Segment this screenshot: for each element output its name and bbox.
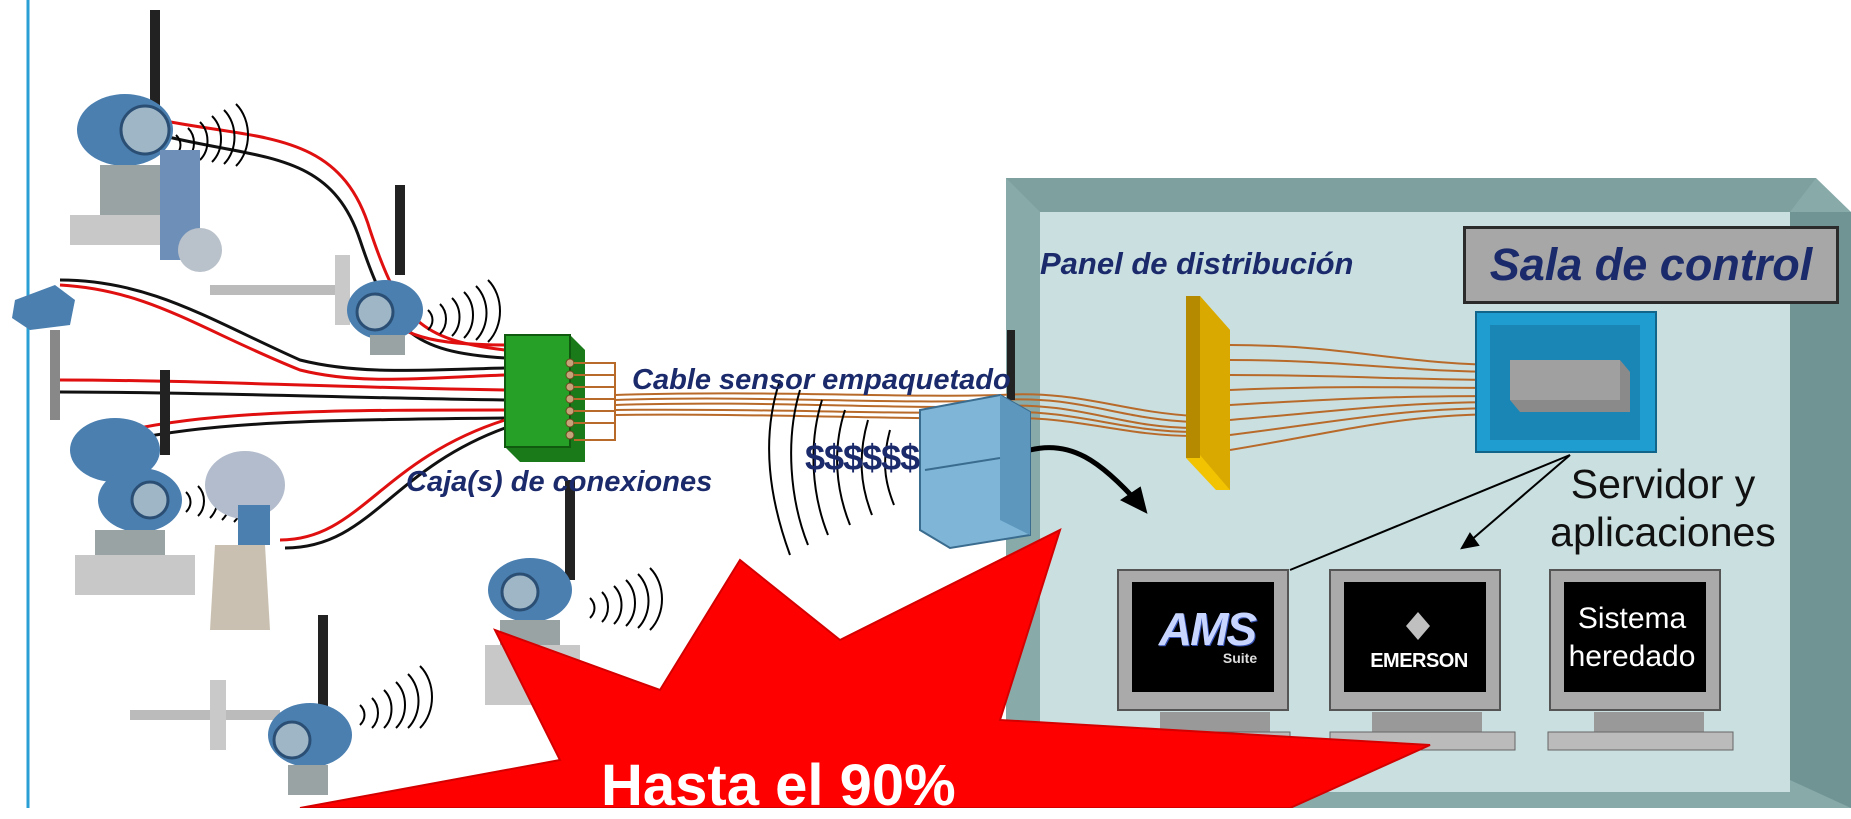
junction-box	[504, 334, 585, 462]
arrows	[1029, 444, 1571, 571]
monitor-emerson	[1329, 569, 1516, 751]
money-label: $$$$$$	[805, 437, 920, 478]
wireless-gateway	[919, 330, 1031, 550]
transmitter-5	[205, 451, 285, 630]
transmitter-2	[210, 185, 423, 355]
server-cabinet	[1475, 311, 1657, 453]
transmitter-4	[70, 370, 195, 595]
savings-label: Hasta el 90%	[601, 753, 956, 818]
field-devices	[12, 10, 580, 795]
transmitter-7	[130, 615, 352, 795]
cable-label: Cable sensor empaquetado	[632, 364, 1011, 396]
junction-box-label: Caja(s) de conexiones	[406, 466, 713, 498]
legacy-system-text: Sistema heredado	[1568, 602, 1696, 673]
control-room-title: Sala de control	[1463, 226, 1839, 304]
panel-label: Panel de distribución	[1040, 246, 1354, 281]
distribution-panel	[1186, 296, 1230, 490]
server-apps-label: Servidor y aplicaciones	[1550, 461, 1776, 555]
emerson-logo-icon	[1406, 612, 1430, 640]
ams-logo-text: AMS	[1158, 603, 1257, 655]
savings-burst	[299, 528, 1431, 808]
ams-suite-text: Suite	[1222, 650, 1258, 666]
transmitter-3	[12, 285, 75, 420]
transmitter-1	[70, 10, 222, 272]
monitor-sistema	[1547, 569, 1734, 751]
emerson-logo-text: EMERSON	[1370, 650, 1468, 672]
